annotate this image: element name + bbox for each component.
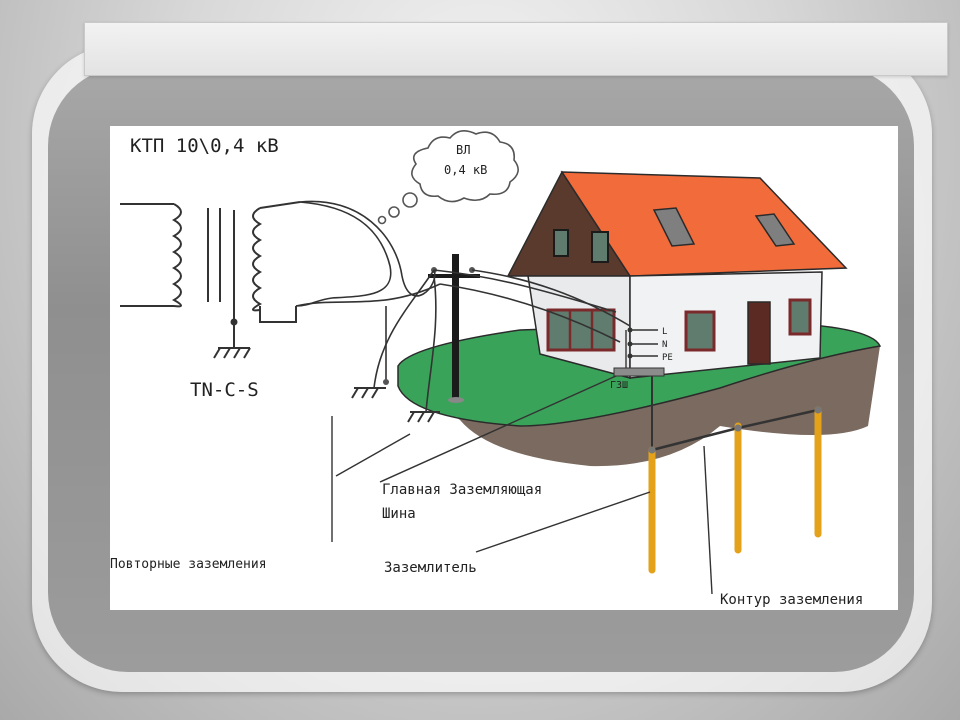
terminal-pe-label: PE — [662, 353, 673, 363]
side-window-left — [684, 310, 716, 352]
leader-main-bus — [379, 375, 617, 483]
electrode-node-1 — [648, 446, 656, 454]
electrode-node-3 — [814, 406, 822, 414]
skylight-left — [652, 207, 696, 247]
secondary-lead-bottom — [259, 306, 297, 323]
main-bus-label-line2: Шина — [382, 506, 416, 522]
earth-electrodes — [648, 406, 822, 574]
overhead-line-cloud — [377, 130, 519, 225]
cloud-line2: 0,4 кВ — [444, 163, 487, 177]
house-door — [747, 301, 771, 365]
repeat-ground-icon-1 — [351, 387, 386, 399]
earth-electrode-label: Заземлитель — [384, 560, 477, 576]
ktp-label: КТП 10\0,4 кВ — [130, 135, 279, 157]
main-bus-label-line1: Главная Заземляющая — [382, 482, 542, 498]
system-type-label: TN-C-S — [190, 379, 259, 401]
cloud-line1: ВЛ — [456, 143, 470, 157]
diagram-svg: ВЛ 0,4 кВ — [110, 130, 882, 608]
grounding-diagram: ВЛ 0,4 кВ — [110, 126, 898, 610]
wire-phase-to-pole-a — [295, 201, 392, 307]
repeat-grounding-label: Повторные заземления — [110, 557, 267, 572]
side-window-right — [788, 298, 812, 336]
transformer — [120, 201, 301, 348]
pole-base — [448, 397, 464, 403]
secondary-lead-top — [259, 201, 301, 209]
cloud-bubble-small — [377, 215, 387, 225]
leader-earth-electrode — [475, 491, 651, 553]
service-drop-2 — [471, 269, 631, 327]
wires — [295, 200, 631, 413]
cloud-bubble-medium — [388, 206, 400, 218]
wire-phase-to-pole-b — [299, 200, 436, 297]
leader-lines — [331, 375, 713, 595]
main-grounding-bus-bar — [613, 367, 665, 377]
front-window — [546, 308, 616, 352]
secondary-winding — [252, 207, 263, 312]
primary-winding — [171, 203, 182, 308]
wire-pen — [295, 283, 441, 307]
geb-label: ГЗШ — [610, 380, 628, 391]
pole-shaft — [452, 254, 459, 400]
repeat-ground-icon-2 — [407, 411, 440, 423]
terminal-l-label: L — [662, 327, 667, 337]
leader-grounding-loop — [703, 445, 713, 595]
transformer-ground-icon — [213, 347, 251, 359]
repeat-ground-lead-3 — [425, 275, 437, 413]
leader-repeat-grounding-b — [335, 433, 411, 477]
service-drop-3 — [439, 283, 621, 343]
gable-window-left — [553, 229, 569, 257]
repeat-ground-lead-1 — [373, 269, 435, 389]
cloud-bubble-large — [402, 192, 418, 208]
grounding-loop-label: Контур заземления — [720, 592, 863, 608]
house — [506, 170, 848, 379]
skylight-right — [754, 213, 796, 247]
terminal-n-label: N — [662, 340, 667, 350]
gable-window-right — [591, 231, 609, 263]
terminal-block — [613, 327, 665, 377]
repeat-ground-node — [383, 379, 389, 385]
title-bar — [84, 22, 948, 76]
electrode-node-2 — [734, 424, 742, 432]
